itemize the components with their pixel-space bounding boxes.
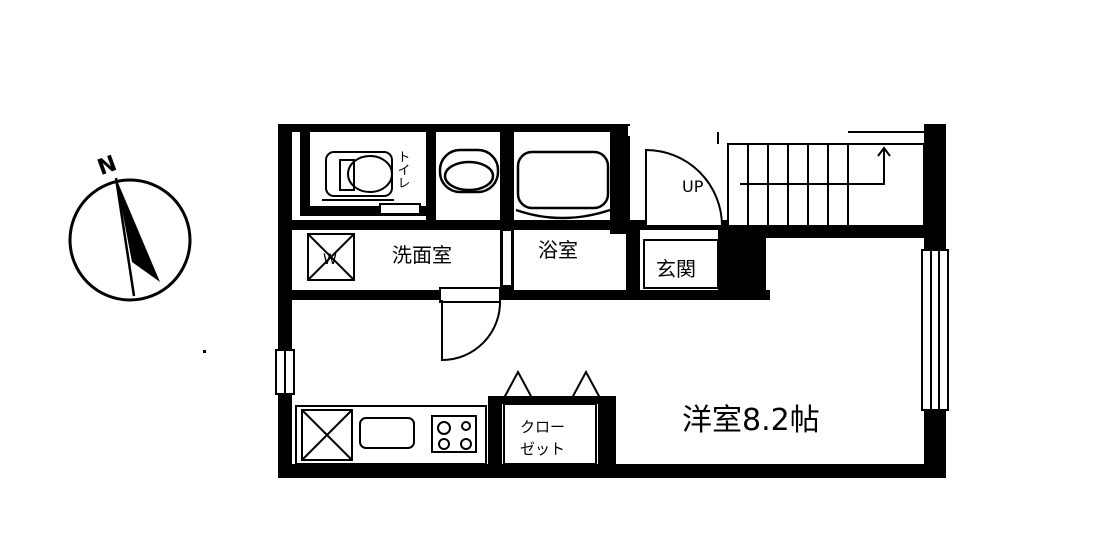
compass-ring [68,178,192,302]
entrance-door-opening [628,126,722,136]
compass-axis [114,177,136,297]
washing-machine-icon: W [307,233,355,281]
right-window [921,249,949,411]
washroom-door-swing [441,299,502,362]
speck [203,350,206,353]
washroom-label: 洗面室 [392,243,452,267]
stairs-up-label: UP [682,177,704,196]
compass-needle [116,178,160,282]
closet-label-line2: ゼット [520,440,565,458]
entrance-label: 玄関 [656,257,696,281]
toilet-label: トイレ [395,150,410,189]
bathtub-fixture [515,150,611,220]
bath-label: 浴室 [538,238,578,262]
closet [503,369,601,465]
toilet-sink [379,203,421,215]
closet-label-line1: クロー [520,418,565,436]
interior-walls [278,126,946,472]
entrance-area [643,239,719,289]
sink-fixture [438,148,500,194]
western-room-label: 洋室8.2帖 [682,403,820,438]
svg-text:W: W [323,252,337,268]
floorplan: トイレ W 洗面室 浴室 玄関 [275,124,949,478]
entrance-door-swing [645,148,724,227]
washroom-door-opening [439,287,501,303]
staircase [717,131,925,227]
left-window [275,349,295,395]
compass-north-label: N [94,151,120,181]
kitchen-counter [295,405,487,465]
compass: N [68,151,192,302]
bath-door [501,229,513,287]
toilet-fixture [322,151,394,201]
